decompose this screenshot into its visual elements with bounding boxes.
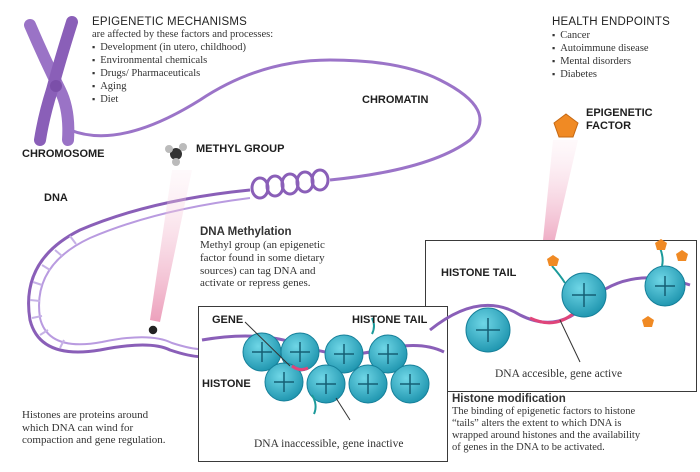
- methylation-block: DNA Methylation Methyl group (an epigene…: [200, 226, 325, 290]
- dna-strand-b: [38, 197, 251, 351]
- health-block: HEALTH ENDPOINTS Cancer Autoimmune disea…: [552, 16, 670, 81]
- health-item: Mental disorders: [552, 55, 670, 68]
- health-item: Diabetes: [552, 68, 670, 81]
- health-item: Autoimmune disease: [552, 42, 670, 55]
- inactive-pointer-line: [335, 397, 351, 421]
- inactive-histone: [368, 334, 408, 374]
- mechanism-item: Drugs/ Pharmaceuticals: [92, 67, 273, 80]
- chromatin-label: CHROMATIN: [362, 94, 429, 106]
- mechanism-item: Environmental chemicals: [92, 54, 273, 67]
- factor-arrow: [542, 140, 578, 252]
- epigenetic-factor-label-line1: EPIGENETIC: [586, 107, 653, 119]
- histones-note-line: compaction and gene regulation.: [22, 434, 166, 447]
- active-histone: [644, 265, 686, 307]
- methylation-title: DNA Methylation: [200, 226, 292, 238]
- mechanism-item: Diet: [92, 93, 273, 106]
- active-histone: [561, 272, 607, 318]
- mechanisms-list: Development (in utero, childhood) Enviro…: [92, 41, 273, 106]
- methyl-group-label: METHYL GROUP: [196, 143, 285, 155]
- active-gene-segment: [529, 310, 577, 325]
- methyl-arrow: [150, 170, 192, 322]
- mechanisms-title: EPIGENETIC MECHANISMS: [92, 16, 247, 28]
- histones-note: Histones are proteins around which DNA c…: [22, 409, 166, 447]
- epigenetic-factor-label: EPIGENETIC FACTOR: [586, 107, 653, 132]
- histone-label: HISTONE: [202, 378, 251, 390]
- inactive-gene-segment: [291, 364, 309, 372]
- modification-block: Histone modification The binding of epig…: [452, 393, 640, 454]
- dna-rungs: [29, 235, 77, 349]
- health-item: Cancer: [552, 29, 670, 42]
- factor-on-tail-icon: [642, 316, 654, 327]
- inactive-dna-strand: [201, 334, 445, 356]
- modification-line: The binding of epigenetic factors to his…: [452, 406, 636, 418]
- histones-note-line: which DNA can wind for: [22, 421, 134, 434]
- methyl-group-icon: [165, 143, 187, 166]
- active-pointer-line: [559, 319, 581, 363]
- methylation-line: factor found in some dietary: [200, 251, 325, 264]
- inactive-histone: [324, 334, 364, 374]
- inactive-histone: [264, 362, 304, 402]
- gene-label: GENE: [212, 314, 244, 326]
- modification-line: of genes in the DNA to be activated.: [452, 442, 605, 454]
- dna-label: DNA: [44, 192, 68, 204]
- mechanism-item: Aging: [92, 80, 273, 93]
- epigenetic-factor-label-line2: FACTOR: [586, 119, 632, 132]
- modification-line: “tails” alters the extent to which DNA i…: [452, 418, 622, 430]
- histone-tail: [659, 247, 664, 267]
- chromosome-shape: [24, 16, 78, 146]
- inactive-histone: [390, 364, 430, 404]
- active-inset-box: [425, 240, 697, 392]
- mechanism-item: Development (in utero, childhood): [92, 41, 273, 54]
- chromatin-coil: [250, 168, 330, 200]
- epigenetic-factor-icon: [553, 113, 579, 138]
- histone-tail: [311, 394, 317, 415]
- histone-tail-label-active: HISTONE TAIL: [441, 267, 517, 279]
- methylation-line: Methyl group (an epigenetic: [200, 239, 325, 252]
- histone-tail-label-inactive: HISTONE TAIL: [352, 314, 428, 326]
- dna-strand-a: [27, 188, 251, 359]
- health-title: HEALTH ENDPOINTS: [552, 16, 671, 28]
- histone-tail: [551, 265, 566, 284]
- methylation-line: sources) can tag DNA and: [200, 264, 316, 277]
- inactive-histone: [348, 364, 388, 404]
- mechanisms-subtitle: are affected by these factors and proces…: [92, 29, 274, 41]
- chromatin-fiber: [69, 58, 482, 182]
- health-list: Cancer Autoimmune disease Mental disorde…: [552, 29, 670, 81]
- modification-line: wrapped around histones and the availabi…: [452, 430, 641, 442]
- active-caption: DNA accesible, gene active: [495, 368, 623, 380]
- modification-title: Histone modification: [452, 393, 566, 405]
- methylation-line: activate or repress genes.: [200, 277, 311, 290]
- histones-note-line: Histones are proteins around: [22, 409, 149, 421]
- methyl-mark-on-dna: [147, 324, 159, 336]
- factor-on-tail-icon: [655, 239, 667, 250]
- factor-on-tail-icon: [547, 255, 559, 266]
- histone-tail: [371, 317, 375, 335]
- inactive-histone: [306, 364, 346, 404]
- chromosome-label: CHROMOSOME: [22, 148, 105, 160]
- factor-on-tail-icon: [676, 250, 688, 261]
- inactive-caption: DNA inaccessible, gene inactive: [254, 438, 404, 450]
- inactive-histone: [280, 332, 320, 372]
- mechanisms-block: EPIGENETIC MECHANISMS are affected by th…: [92, 16, 273, 106]
- gene-pointer-line: [244, 321, 291, 367]
- active-histone: [465, 307, 511, 353]
